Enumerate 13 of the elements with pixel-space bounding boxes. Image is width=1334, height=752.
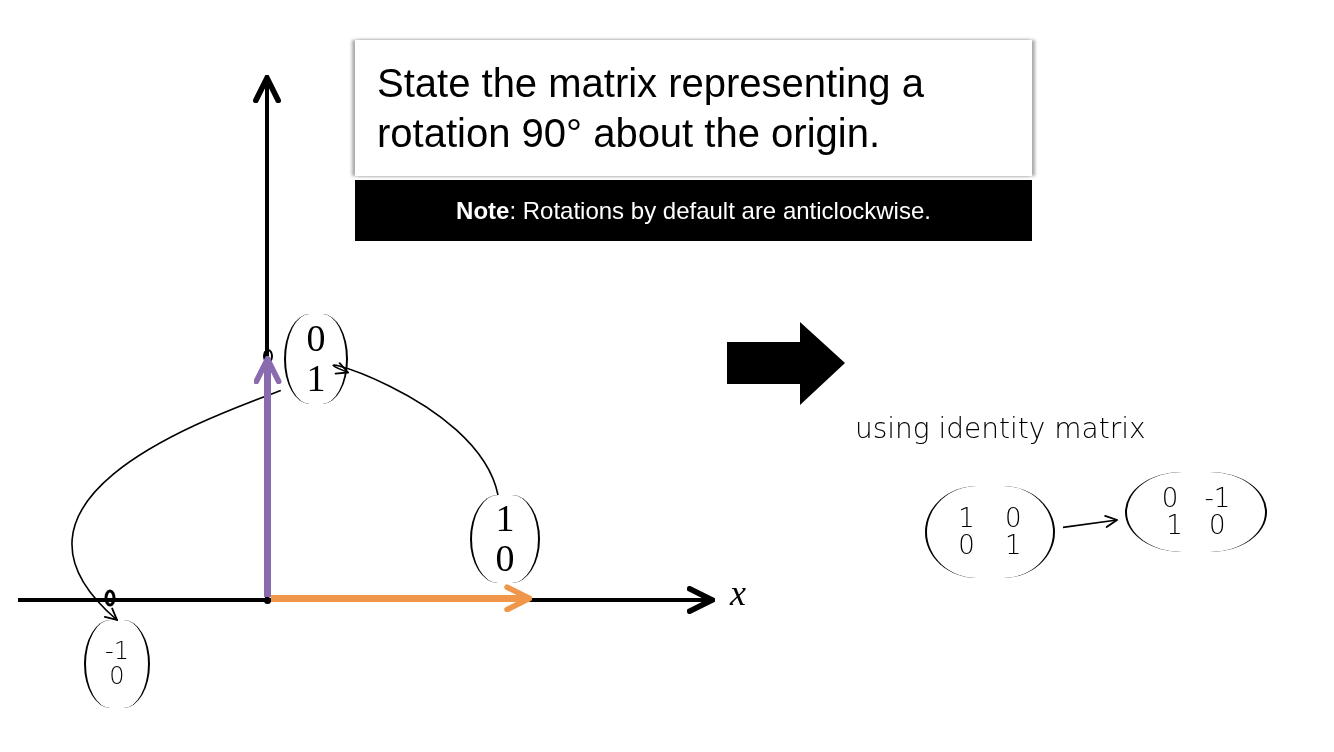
question-box: State the matrix representing a rotation 90° about the origin.	[355, 40, 1032, 176]
column-vector: -1 0	[84, 620, 150, 708]
axis-label: x	[730, 572, 746, 614]
handwritten-note: using identity matrix	[855, 412, 1146, 445]
column-vector: 0 1	[284, 314, 348, 404]
arrow	[332, 362, 499, 496]
origin-point	[264, 597, 271, 604]
arrow	[1062, 515, 1118, 529]
note-banner: Note: Rotations by default are anticlockwise.	[355, 180, 1032, 241]
arrow	[71, 389, 282, 621]
column-vector: 1 0	[470, 495, 540, 583]
matrix: 0 -1 1 0	[1125, 472, 1267, 552]
matrix: 1 0 0 1	[925, 486, 1055, 578]
